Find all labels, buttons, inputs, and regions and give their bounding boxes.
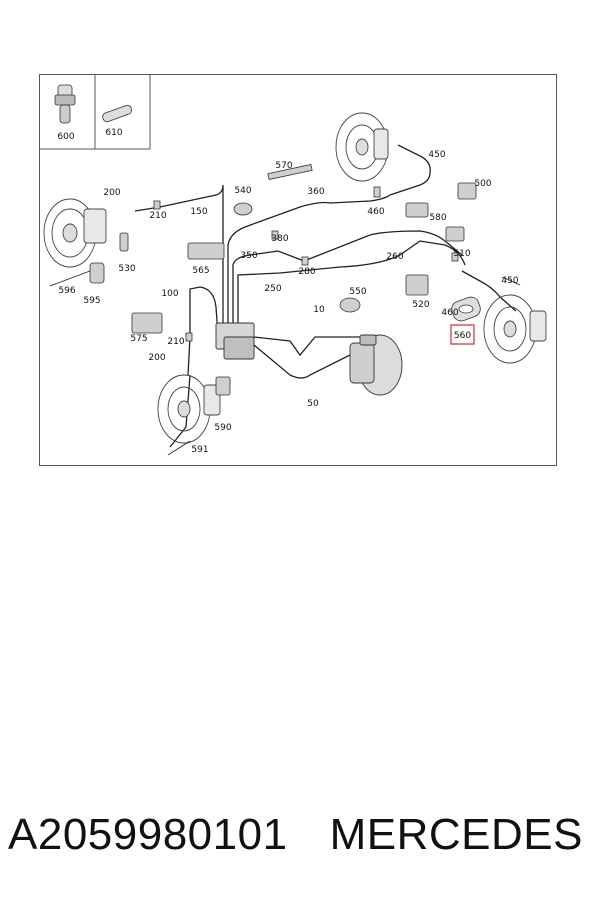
label-580[interactable]: 580	[429, 213, 446, 223]
label-560[interactable]: 560	[454, 331, 471, 341]
label-10[interactable]: 10	[313, 305, 325, 315]
label-500[interactable]: 500	[474, 179, 491, 189]
label-460-top[interactable]: 460	[367, 207, 384, 217]
caption-bar: A2059980101 MERCEDES	[8, 800, 598, 870]
label-520[interactable]: 520	[412, 300, 429, 310]
label-280[interactable]: 280	[298, 267, 315, 277]
components	[89, 164, 477, 396]
label-610[interactable]: 610	[105, 128, 122, 138]
sleeve-icon	[102, 104, 133, 123]
label-380[interactable]: 380	[271, 234, 288, 244]
brand-name: MERCEDES	[329, 810, 583, 859]
label-200-top[interactable]: 200	[103, 188, 120, 198]
label-591[interactable]: 591	[191, 445, 208, 455]
label-540[interactable]: 540	[234, 186, 251, 196]
label-360[interactable]: 360	[307, 187, 324, 197]
label-260[interactable]: 260	[386, 252, 403, 262]
label-600[interactable]: 600	[57, 132, 74, 142]
label-510[interactable]: 510	[453, 249, 470, 259]
brake-booster-icon	[349, 334, 403, 396]
label-450-bottom[interactable]: 450	[501, 276, 518, 286]
part-code: A2059980101	[8, 810, 288, 859]
label-450-top[interactable]: 450	[428, 150, 445, 160]
brake-disc-top-right	[335, 112, 389, 182]
brake-disc-bottom-right	[483, 294, 547, 364]
bushing-icon	[54, 84, 76, 124]
label-50[interactable]: 50	[307, 399, 319, 409]
parts-diagram: 600 610 570 450 500 540 200 360 210 150 …	[40, 75, 547, 456]
label-460-bottom[interactable]: 460	[441, 308, 458, 318]
label-100[interactable]: 100	[161, 289, 178, 299]
label-575[interactable]: 575	[130, 334, 147, 344]
leader-lines	[49, 270, 521, 456]
label-570[interactable]: 570	[275, 161, 292, 171]
part-labels: 600 610 570 450 500 540 200 360 210 150 …	[57, 128, 518, 455]
label-150[interactable]: 150	[190, 207, 207, 217]
label-550[interactable]: 550	[349, 287, 366, 297]
brake-disc-front-left	[43, 198, 107, 268]
diagram-frame: 600 610 570 450 500 540 200 360 210 150 …	[39, 74, 557, 466]
label-210-top[interactable]: 210	[149, 211, 166, 221]
label-596[interactable]: 596	[58, 286, 75, 296]
label-565[interactable]: 565	[192, 266, 209, 276]
label-250[interactable]: 250	[264, 284, 281, 294]
highlight-box-560	[450, 324, 475, 345]
label-595[interactable]: 595	[83, 296, 100, 306]
label-200-bottom[interactable]: 200	[148, 353, 165, 363]
label-590[interactable]: 590	[214, 423, 231, 433]
label-210-bottom[interactable]: 210	[167, 337, 184, 347]
inset-boxes	[40, 75, 151, 150]
part-560-seal-icon	[451, 296, 481, 322]
label-350[interactable]: 350	[240, 251, 257, 261]
abs-unit-icon	[215, 322, 255, 360]
brake-lines	[134, 144, 517, 448]
label-530[interactable]: 530	[118, 264, 135, 274]
